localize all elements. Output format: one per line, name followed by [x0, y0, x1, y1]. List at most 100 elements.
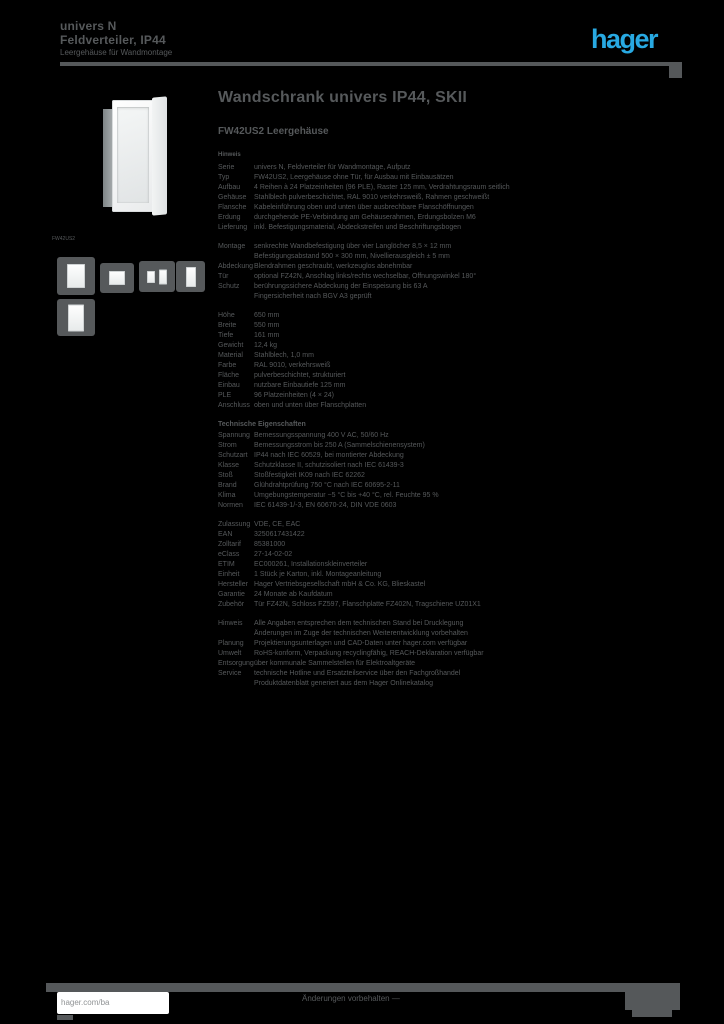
spec-value: Bemessungsstrom bis 250 A (Sammelschiene…	[254, 442, 425, 449]
header-rule	[60, 62, 682, 66]
spec-row: Einbau nutzbare Einbautiefe 125 mm	[218, 381, 688, 391]
spec-row: Fingersicherheit nach BGV A3 geprüft	[218, 292, 688, 302]
thumbnail-enclosure-icon	[109, 271, 125, 285]
product-image-door	[152, 96, 167, 216]
spec-label: Brand	[218, 482, 237, 489]
spec-label: eClass	[218, 551, 240, 558]
spec-row: Umwelt RoHS-konform, Verpackung recycling…	[218, 649, 688, 659]
spec-value: Stahlblech, 1,0 mm	[254, 352, 314, 359]
hager-logo: hager	[591, 24, 659, 54]
spec-label: Höhe	[218, 312, 235, 319]
spec-label: Zulassung	[218, 521, 251, 528]
spec-value: über kommunale Sammelstellen für Elektro…	[254, 660, 416, 667]
spec-label: Stoß	[218, 472, 233, 479]
spec-label: Aufbau	[218, 184, 241, 191]
spec-label	[218, 629, 254, 639]
spec-label: Gewicht	[218, 342, 244, 349]
spec-value: nutzbare Einbautiefe 125 mm	[254, 382, 346, 389]
footer-center-note: Änderungen vorbehalten —	[302, 994, 400, 1003]
product-reference-badge: FW42US2 Leergehäuse	[218, 126, 329, 137]
product-image	[86, 96, 170, 217]
header-description: Leergehäuse für Wandmontage	[60, 48, 173, 57]
spec-label: ETIM	[218, 561, 235, 568]
spec-value: 96 Platzeinheiten (4 × 24)	[254, 392, 334, 399]
footer-url-link[interactable]: hager.com/ba	[61, 998, 110, 1007]
spec-value: 12,4 kg	[254, 342, 277, 349]
page-title: Wandschrank univers IP44, SKII	[218, 89, 468, 106]
spec-value: Alle Angaben entsprechen dem technischen…	[254, 620, 464, 627]
spec-value: EC000261, Installationskleinverteiler	[254, 561, 368, 568]
spec-label	[218, 679, 254, 689]
spec-label: Garantie	[218, 591, 245, 598]
spec-value: RoHS-konform, Verpackung recyclingfähig,…	[254, 650, 484, 657]
spec-value: univers N, Feldverteiler für Wandmontage…	[254, 164, 411, 171]
spec-label: Hersteller	[218, 581, 248, 588]
footer-url-box: hager.com/ba	[57, 992, 169, 1014]
spec-label: Flansche	[218, 204, 247, 211]
spec-label: Montage	[218, 243, 246, 250]
spec-label: Hinweis	[218, 620, 243, 627]
spec-label: Gehäuse	[218, 194, 247, 201]
spec-value: Tür FZ42N, Schloss FZ597, Flanschplatte …	[254, 601, 481, 608]
spec-value: IP44 nach IEC 60529, bei montierter Abde…	[254, 452, 404, 459]
footer-right-subblock	[632, 1010, 672, 1017]
spec-value: Stoßfestigkeit IK09 nach IEC 62262	[254, 472, 365, 479]
spec-label: Einheit	[218, 571, 240, 578]
spec-row: Hinweis Alle Angaben entsprechen dem tech…	[218, 619, 688, 629]
spec-row: PLE 96 Platzeinheiten (4 × 24)	[218, 391, 688, 401]
spec-value: Änderungen im Zuge der technischen Weite…	[254, 630, 468, 637]
spec-label: Spannung	[218, 432, 250, 439]
spec-label: Umwelt	[218, 650, 242, 657]
footer-accent	[57, 1015, 73, 1020]
thumbnail-enclosure-icon	[67, 264, 85, 288]
spec-label: Tür	[218, 273, 229, 280]
spec-label	[218, 292, 254, 302]
spec-label: Zolltarif	[218, 541, 241, 548]
spec-row: Breite 550 mm	[218, 321, 688, 331]
spec-label: PLE	[218, 392, 232, 399]
spec-label: Einbau	[218, 382, 240, 389]
thumbnail-enclosure-icon	[159, 269, 167, 284]
product-thumbnail	[57, 299, 95, 336]
spec-value: 550 mm	[254, 322, 280, 329]
header-series: univers N	[60, 19, 117, 33]
spec-label: Normen	[218, 502, 243, 509]
spec-label: Entsorgung	[218, 660, 254, 667]
spec-value: Glühdrahtprüfung 750 °C nach IEC 60695-2…	[254, 482, 400, 489]
spec-label: Strom	[218, 442, 237, 449]
spec-value: Projektierungsunterlagen und CAD-Daten u…	[254, 640, 468, 647]
spec-value: senkrechte Wandbefestigung über vier Lan…	[254, 243, 452, 250]
spec-label: Material	[218, 352, 243, 359]
spec-label: Breite	[218, 322, 237, 329]
spec-row: Flansche Kabeleinführung oben und unten ü…	[218, 203, 688, 213]
thumbnail-enclosure-icon	[68, 304, 84, 331]
spec-label: Tiefe	[218, 332, 234, 339]
spec-value: Kabeleinführung oben und unten über ausb…	[254, 204, 474, 211]
footer-bar	[46, 983, 625, 992]
spec-value: FW42US2, Leergehäuse ohne Tür, für Ausba…	[254, 174, 454, 181]
spec-row: Gewicht 12,4 kg	[218, 341, 688, 351]
spec-value: Produktdatenblatt generiert aus dem Hage…	[254, 680, 433, 687]
product-thumbnail	[176, 261, 205, 292]
spec-value: Schutzklasse II, schutzisoliert nach IEC…	[254, 462, 404, 469]
spec-section: Montage senkrechte Wandbefestigung über v…	[218, 242, 688, 302]
spec-value: durchgehende PE-Verbindung am Gehäuserah…	[254, 214, 476, 221]
